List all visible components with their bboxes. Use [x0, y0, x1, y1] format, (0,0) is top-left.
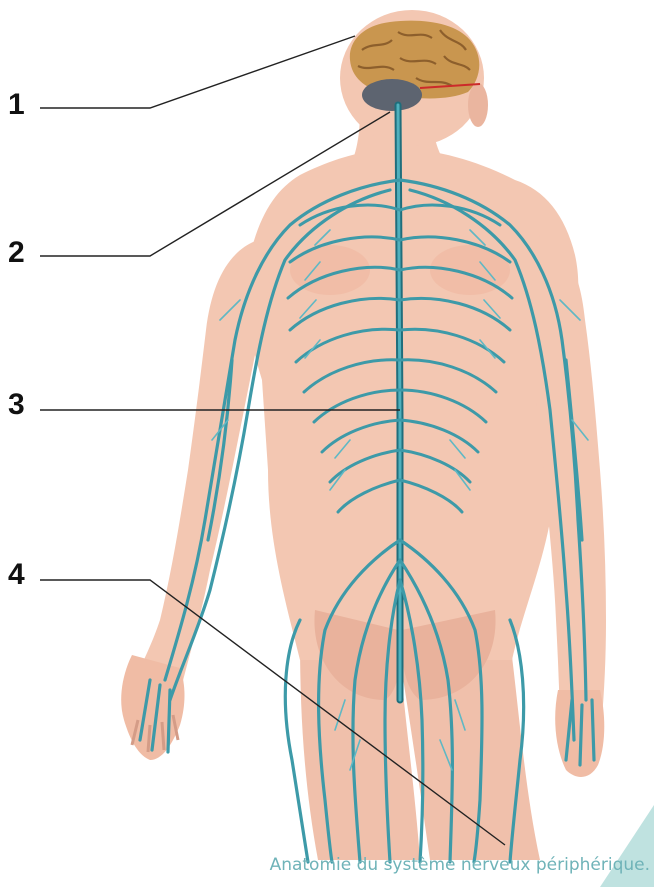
- label-1: 1: [8, 90, 25, 120]
- cerebellum: [362, 79, 422, 111]
- label-3: 3: [8, 390, 25, 420]
- label-2: 2: [8, 238, 25, 268]
- body-silhouette: [121, 10, 606, 860]
- leader-line-1: [40, 36, 355, 108]
- label-4: 4: [8, 560, 25, 590]
- figure-caption: Anatomie du système nerveux périphérique…: [270, 855, 650, 875]
